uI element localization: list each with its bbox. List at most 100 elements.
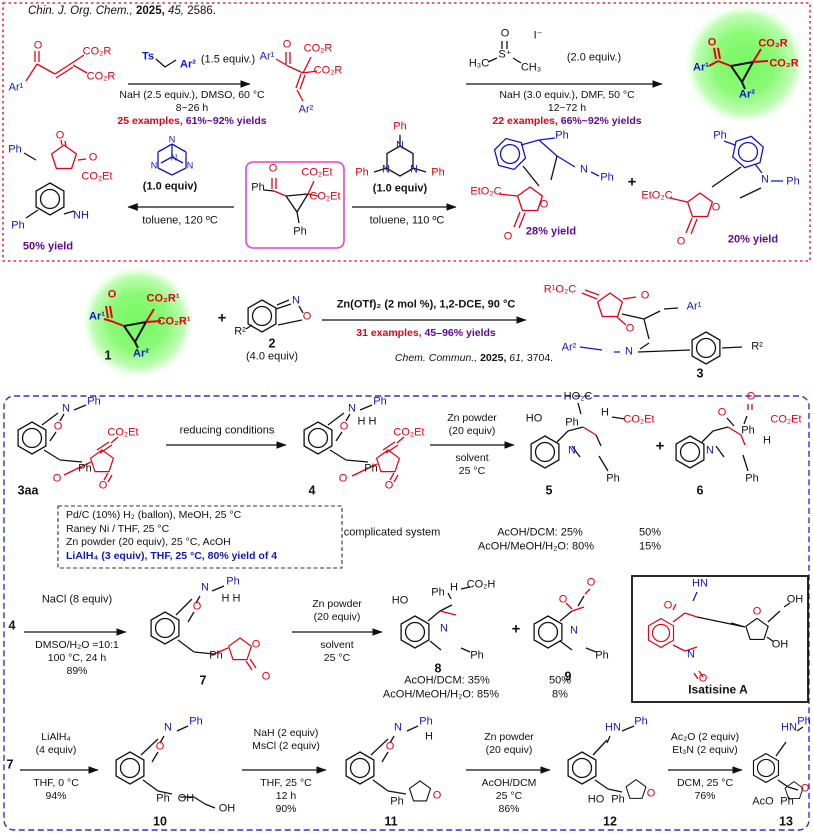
reaction-conditions: THF, 0 °C 94%	[33, 777, 79, 803]
cond-line: Zn powder	[312, 598, 362, 610]
atom-label: O	[55, 129, 65, 142]
yield-text: AcOH/DCM: 25%	[497, 526, 583, 539]
atom-label: OH	[218, 802, 236, 815]
reaction-conditions: NaH (2.5 equiv.), DMSO, 60 °C 8~26 h 25 …	[117, 89, 266, 128]
scheme3-graphics	[103, 289, 743, 365]
atom-label: O	[646, 787, 656, 800]
red-dashed-frame	[2, 2, 811, 262]
atom-label: CO₂Et	[623, 413, 655, 426]
atom-label: O	[268, 162, 278, 175]
atom-label: Ph	[390, 795, 404, 808]
atom-label: N	[382, 163, 390, 176]
reaction-conditions: NaCl (8 equiv)	[41, 593, 113, 606]
atom-label: O	[155, 740, 165, 753]
atom-label: CO₂Et	[393, 426, 425, 439]
atom-label: Ar¹	[693, 61, 709, 74]
cond-line: Raney Ni / THF, 25 °C	[66, 522, 170, 535]
atom-label: CO₂R	[86, 70, 116, 83]
atom-label: N	[625, 345, 633, 358]
atom-label: OH	[177, 792, 195, 805]
magenta-highlight-box	[245, 161, 345, 249]
conditions-list: Pd/C (10%) H₂ (ballon), MeOH, 25 °C Rane…	[66, 509, 277, 563]
atom-label: H H	[357, 415, 377, 428]
yield-range: 45–96% yields	[424, 327, 496, 339]
citation-volume: 45,	[168, 5, 184, 17]
cond-line: MsCl (2 equiv)	[252, 740, 320, 752]
equiv-label: (2.0 equiv.)	[566, 51, 622, 64]
atom-label: O	[192, 600, 202, 613]
atom-label: O	[586, 576, 596, 589]
atom-label: N	[201, 581, 209, 594]
cond-line: Pd/C (10%) H₂ (ballon), MeOH, 25 °C	[66, 509, 242, 521]
compound-number: 6	[696, 483, 704, 498]
scheme2-graphics	[23, 132, 783, 235]
atom-label: H	[763, 434, 771, 447]
atom-label: S⁺	[498, 48, 512, 61]
yield-range: 66%~92% yields	[560, 115, 642, 127]
plus-sign: +	[655, 437, 665, 455]
reaction-conditions: Zn powder (20 equiv)	[484, 731, 534, 757]
compound-number: 3aa	[17, 483, 39, 498]
atom-label: N	[570, 624, 578, 637]
atom-label: Ph	[606, 472, 620, 485]
atom-label: O	[558, 593, 568, 606]
atom-label: O	[33, 39, 43, 52]
atom-label: N	[348, 402, 356, 415]
cond-line: 31 examples, 45–96% yields	[356, 327, 496, 340]
yield-text: AcOH/DCM: 35%	[404, 674, 490, 687]
cond-line: (20 equiv)	[313, 611, 361, 623]
scheme1-graphics	[25, 41, 769, 102]
atom-label: Ar¹	[686, 300, 702, 313]
atom-label: Ph	[600, 171, 614, 184]
atom-label: O	[746, 390, 756, 403]
reaction-conditions: THF, 25 °C 12 h 90%	[260, 777, 311, 816]
atom-label: CO₂Et	[770, 413, 802, 426]
atom-label: CO₂R	[82, 45, 112, 58]
atom-label: O	[302, 310, 312, 323]
atom-label: H	[425, 730, 433, 743]
citation: Chem. Commun., 2025, 61, 3704.	[395, 352, 553, 365]
atom-label: Ar²	[133, 347, 149, 360]
atom-label: O	[339, 420, 349, 433]
compound-number: 13	[779, 814, 793, 829]
atom-label: CO₂Et	[107, 426, 139, 439]
yield-text: 15%	[638, 540, 662, 553]
compound-number: 4	[308, 483, 316, 498]
atom-label: O	[676, 235, 686, 248]
atom-label: Ar²	[180, 58, 196, 71]
reaction-conditions: DMSO/H₂O =10:1 100 °C, 24 h 89%	[35, 639, 119, 678]
atom-label: H₃C	[468, 57, 490, 70]
reaction-conditions: AcOH/DCM 25 °C 86%	[482, 777, 537, 816]
atom-label: Ph	[11, 219, 25, 232]
cond-line: Zn powder (20 equiv), 25 °C, AcOH	[66, 536, 231, 548]
yield-text: 8%	[552, 688, 568, 701]
cond-line: AcOH/DCM	[481, 777, 537, 789]
atom-label: Ph	[209, 649, 223, 662]
atom-label: O	[52, 472, 62, 485]
cond-line: LiAlH₄ (3 equiv), THF, 25 °C, 80% yield …	[66, 549, 278, 562]
atom-label: Ar²	[298, 103, 314, 116]
reaction-conditions: toluene, 110 ºC	[369, 214, 445, 227]
atom-label: Ph	[470, 649, 484, 662]
atom-label: O	[640, 289, 650, 302]
compound-number: 5	[545, 483, 553, 498]
derivatization-graphics	[17, 402, 804, 809]
atom-label: Ph	[226, 575, 240, 588]
atom-label: HO₂C	[563, 390, 593, 403]
atom-label: N	[396, 139, 404, 152]
cond-line: Chem. Commun., 2025, 61, 3704.	[395, 352, 553, 365]
atom-label: Ph	[78, 462, 92, 475]
citation: Chin. J. Org. Chem., 2025, 45, 2586.	[28, 5, 216, 17]
compound-number: 12	[603, 814, 617, 829]
reaction-conditions: Zn(OTf)₂ (2 mol %), 1,2-DCE, 90 °C	[336, 298, 516, 311]
atom-label: Ph	[87, 395, 101, 408]
cond-line: 12~72 h	[547, 102, 587, 114]
atom-label: HN	[781, 721, 797, 734]
atom-label: Ph	[431, 166, 445, 179]
atom-label: HO	[525, 412, 543, 425]
atom-label: H	[601, 406, 609, 419]
examples-count: 31 examples,	[356, 327, 422, 339]
citation-year: 2025,	[136, 5, 165, 17]
atom-label: N	[687, 648, 695, 661]
